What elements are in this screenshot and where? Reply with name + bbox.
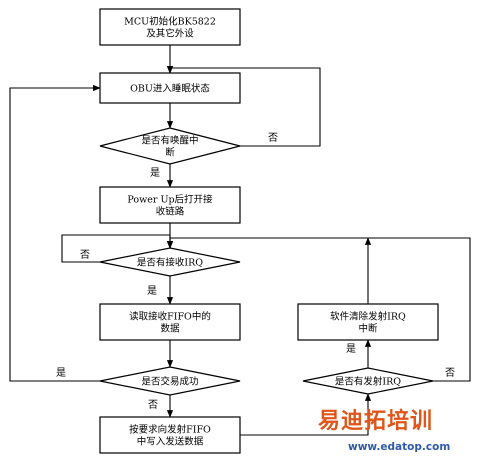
edge-label: 否 [445, 367, 455, 379]
process-shape [99, 416, 241, 454]
node-label-line: 中断 [358, 323, 378, 335]
watermark: 易迪拓培训 www.edatop.com [318, 408, 450, 453]
watermark-text: 易迪拓培训 [318, 408, 433, 434]
node-label-line: 是否交易成功 [141, 376, 198, 388]
edge-line [166, 66, 321, 147]
node-label-line: 是否有唤醒中 [141, 135, 198, 147]
watermark-url: www.edatop.com [348, 441, 450, 453]
node-label-line: 及其它外设 [146, 28, 194, 40]
node-label-line: 中写入发送数据 [137, 436, 204, 448]
node-trade-q: 是否交易成功 [99, 366, 241, 396]
decision-shape [99, 127, 241, 165]
decision-shape [302, 367, 434, 395]
process-shape [297, 303, 439, 341]
node-label-line: 软件清除发射IRQ [330, 311, 406, 323]
decision-shape [99, 247, 241, 277]
node-rx-irq-q: 是否有接收IRQ [99, 247, 241, 277]
node-label-line: 断 [165, 147, 175, 159]
edge-line [166, 237, 471, 382]
edge-line [9, 84, 101, 382]
edge-rx-irq-q-to-read-fifo: 是 [147, 276, 174, 305]
edge-label: 是 [346, 343, 356, 355]
node-label-line: 是否有发射IRQ [335, 376, 401, 388]
node-label-line: 读取接收FIFO中的 [129, 311, 211, 323]
process-shape [99, 303, 241, 341]
edge-label: 是 [147, 285, 157, 297]
edge-wake-q-to-power-up: 是 [150, 164, 174, 188]
edge-tx-irq-q-to-rx-irq-q: 否 [166, 237, 471, 382]
node-label-line: Power Up后打开接 [127, 194, 213, 206]
edge-label: 否 [268, 132, 278, 144]
edge-label: 否 [148, 399, 158, 411]
process-shape [99, 72, 241, 104]
edge-label: 是 [150, 167, 160, 179]
edge-label: 否 [80, 249, 90, 261]
edge-wake-q-to-sleep: 否 [166, 66, 321, 147]
decision-shape [99, 366, 241, 396]
node-label-line: MCU初始化BK5822 [124, 16, 216, 28]
edge-label: 是 [56, 367, 66, 379]
edge-line [240, 393, 372, 436]
node-label-line: 按要求向发射FIFO [129, 424, 211, 436]
node-label-line: 数据 [160, 323, 180, 335]
edge-write-fifo-to-tx-irq-q [240, 393, 372, 436]
node-tx-irq-q: 是否有发射IRQ [302, 367, 434, 395]
node-sleep: OBU进入睡眠状态 [99, 72, 241, 104]
edge-trade-q-to-write-fifo: 否 [148, 395, 174, 418]
node-label-line: 是否有接收IRQ [137, 257, 203, 269]
edge-tx-irq-q-to-clear-irq: 是 [346, 339, 372, 368]
node-label-line: OBU进入睡眠状态 [130, 83, 210, 95]
process-shape [99, 8, 241, 46]
edge-trade-q-to-sleep: 是 [9, 84, 101, 382]
process-shape [99, 186, 241, 224]
node-label-line: 收链路 [156, 206, 185, 218]
